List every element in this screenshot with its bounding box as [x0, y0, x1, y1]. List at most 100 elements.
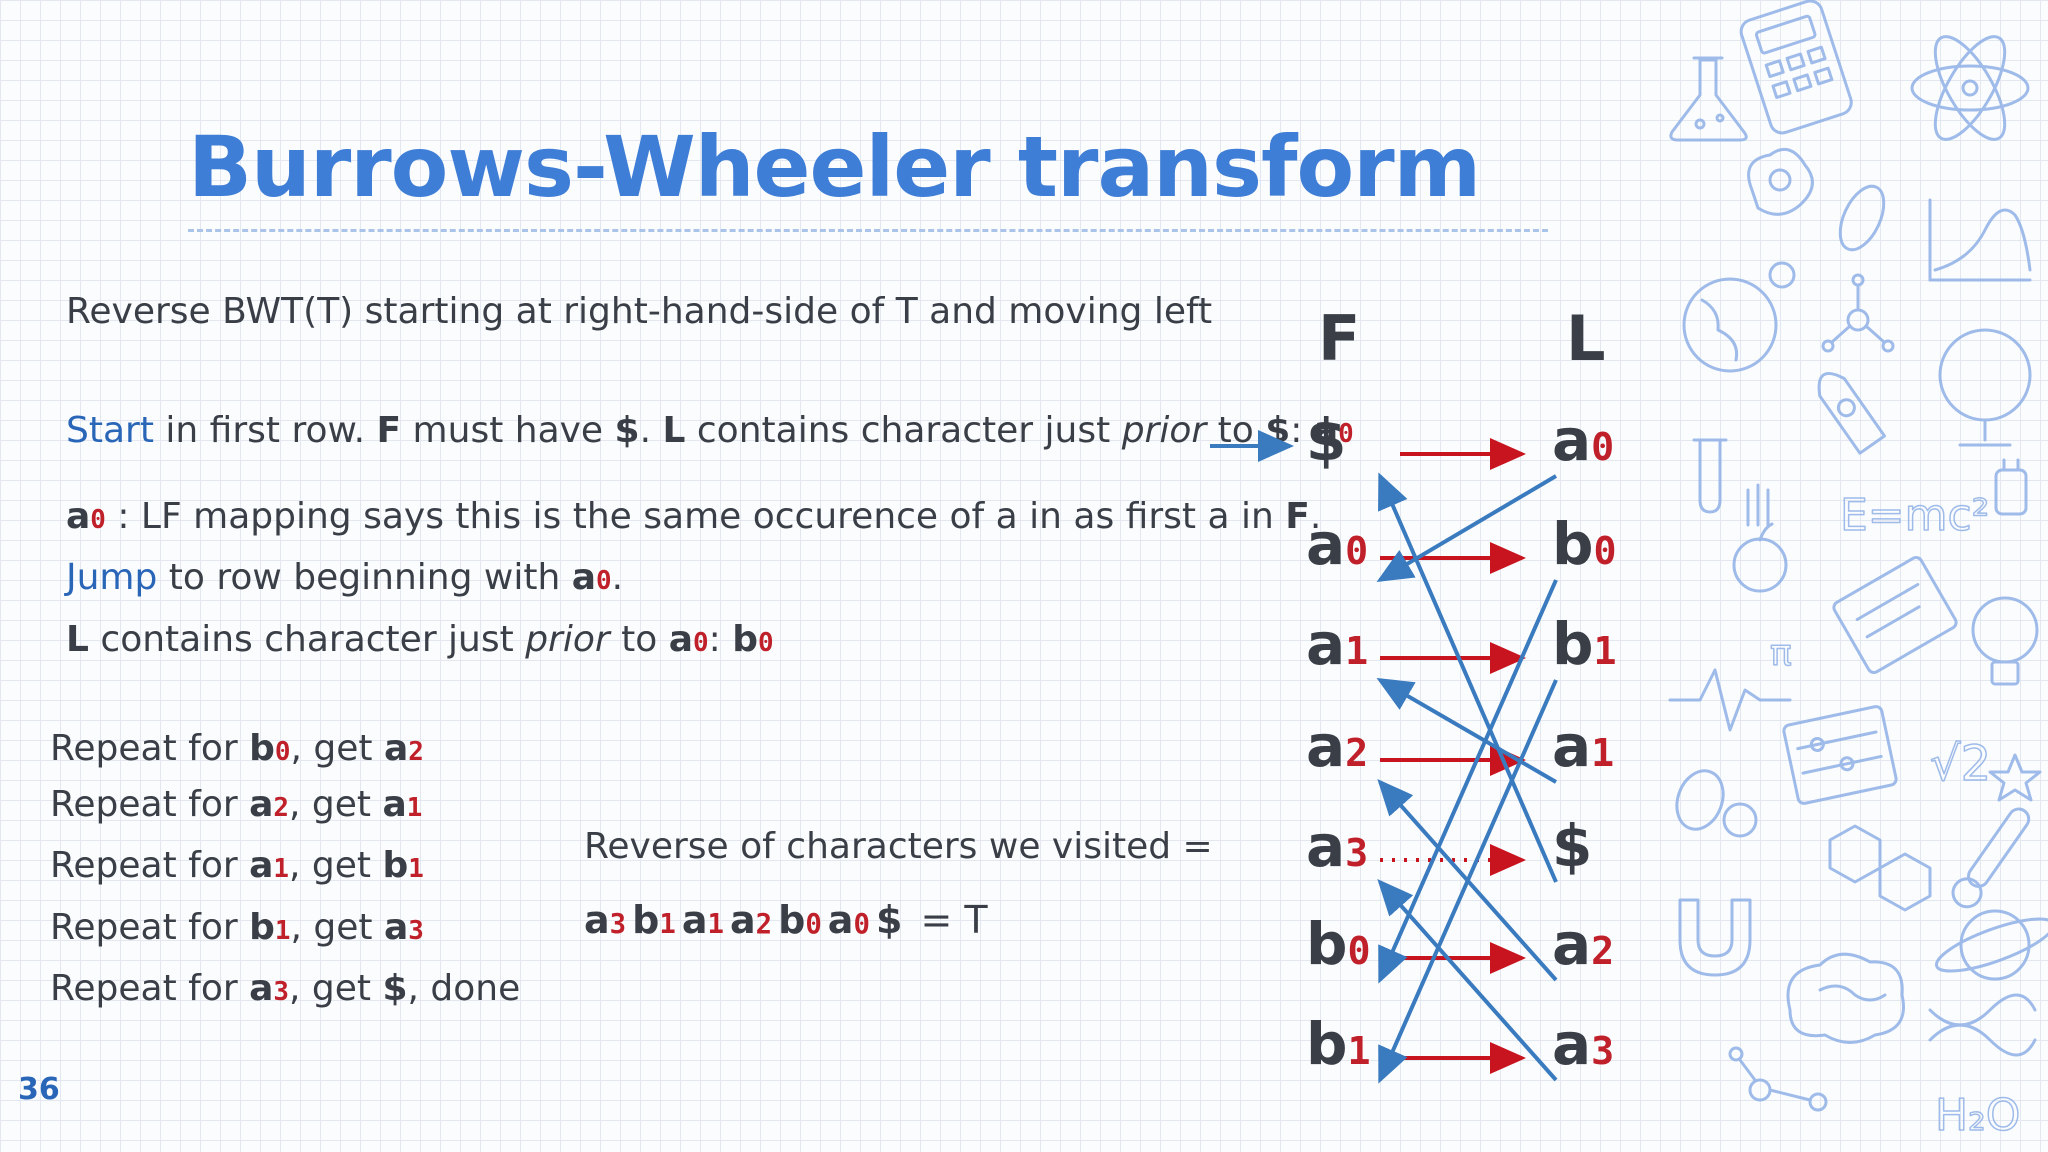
page-number: 36 [18, 1072, 60, 1107]
l-column-symbol: b [1552, 610, 1594, 678]
sequence-symbol: $ [875, 898, 903, 942]
start-prior: prior [1121, 410, 1207, 451]
dna-icon [1928, 993, 2037, 1057]
apple-icon [1732, 483, 1788, 593]
f-column-subscript: 1 [1347, 1029, 1371, 1074]
repeat-from-symbol: a [249, 784, 274, 825]
thermometer-icon [1951, 807, 2031, 909]
planet-icon [1934, 909, 2048, 981]
l-column-subscript: 3 [1591, 1029, 1615, 1074]
lf-end: . [1309, 496, 1322, 537]
pills-icon [1675, 769, 1758, 838]
repeat-from-subscript: 0 [274, 737, 291, 767]
graph-icon [1928, 198, 2032, 282]
sequence-subscript: 0 [805, 909, 822, 940]
l-column-subscript: 0 [1593, 529, 1617, 574]
start-F: F [376, 410, 402, 451]
l-column-cell: $ [1552, 812, 1592, 880]
l-column-symbol: b [1552, 510, 1594, 578]
repeat-from-symbol: b [249, 907, 275, 948]
lcontains-colon: : [708, 619, 733, 660]
start-text-d: contains character just [685, 410, 1122, 451]
start-dollar: $ [614, 410, 640, 451]
l-column-subscript: 1 [1591, 731, 1615, 776]
lcontains-subscript: 0 [693, 628, 709, 658]
repeat-mid: , get [290, 728, 384, 769]
repeat-get-symbol: $ [382, 968, 408, 1009]
lcontains-line: L contains character just prior to a0: b… [66, 619, 774, 660]
lcontains-L: L [66, 619, 89, 660]
l-column-cell: a3 [1552, 1010, 1614, 1078]
abacus-icon [1782, 705, 1898, 805]
f-column-subscript: 1 [1345, 629, 1369, 674]
sequence-char: b0 [778, 898, 822, 942]
repeat-from-subscript: 2 [273, 793, 290, 823]
sequence-symbol: a [681, 898, 708, 942]
lcontains-to: to [609, 619, 669, 660]
repeat-from-subscript: 1 [273, 854, 290, 884]
f-column-symbol: a [1306, 510, 1346, 578]
f-column-subscript: 0 [1345, 529, 1369, 574]
f-column-cell: a1 [1306, 610, 1368, 678]
repeat-prefix: Repeat for [50, 784, 250, 825]
sequence-char: a2 [730, 898, 772, 942]
column-L-header: L [1566, 302, 1606, 375]
l-column-cell: b1 [1552, 610, 1617, 678]
l-column-symbol: a [1552, 712, 1592, 780]
lf-mapping-arrow [1376, 677, 1558, 784]
repeat-get-symbol: a [383, 728, 409, 769]
repeat-line: Repeat for b1, get a3 [50, 907, 424, 948]
lf-mapping-arrow [1377, 879, 1558, 1082]
flask-icon [1669, 56, 1748, 142]
brain-icon [1786, 952, 1905, 1044]
repeat-line: Repeat for a1, get b1 [50, 845, 424, 886]
slide-title: Burrows-Wheeler transform [188, 118, 1481, 216]
column-F-header: F [1318, 302, 1361, 375]
start-text-c: . [639, 410, 663, 451]
sequence-symbol: a [827, 898, 854, 942]
jump-subscript: 0 [596, 566, 612, 596]
l-column-symbol: a [1552, 1010, 1592, 1078]
l-column-symbol: $ [1552, 812, 1593, 880]
intro-text: Reverse BWT(T) starting at right-hand-si… [66, 291, 1213, 332]
lf-mapping-arrow [1378, 472, 1558, 883]
heartbeat-icon [1668, 668, 1792, 732]
repeat-from-symbol: a [249, 845, 274, 886]
sequence-symbol: b [632, 898, 660, 942]
sequence-suffix: = T [908, 898, 988, 942]
f-column-cell: a3 [1306, 812, 1368, 880]
l-column-subscript: 2 [1591, 929, 1615, 974]
star-icon [1988, 753, 2042, 802]
repeat-prefix: Repeat for [50, 968, 250, 1009]
start-word: Start [66, 410, 154, 451]
repeat-get-subscript: 1 [408, 854, 424, 884]
l-column-cell: a2 [1552, 910, 1614, 978]
lcontains-symbol: a [668, 619, 694, 660]
sequence-char: $ [876, 898, 902, 942]
f-column-cell: a2 [1306, 712, 1368, 780]
lcontains-result-subscript: 0 [757, 628, 774, 658]
calculator-icon [1739, 0, 1853, 135]
lf-text: : LF mapping says this is the same occur… [105, 496, 1286, 537]
lf-subscript: 0 [90, 505, 106, 535]
start-text-b: must have [401, 410, 615, 451]
lcontains-text: contains character just [88, 619, 526, 660]
jump-symbol: a [571, 557, 597, 598]
sequence-char: a1 [682, 898, 724, 942]
repeat-line: Repeat for a3, get $, done [50, 968, 520, 1009]
pi-text: π [1770, 633, 1792, 674]
repeat-line: Repeat for a2, get a1 [50, 784, 422, 825]
globe-icon [1682, 261, 1796, 373]
repeat-from-subscript: 1 [274, 916, 291, 946]
repeat-mid: , get [289, 845, 383, 886]
sequence-symbol: b [778, 898, 806, 942]
f-column-symbol: a [1306, 610, 1346, 678]
book-icon [1832, 556, 1958, 674]
f-column-symbol: b [1306, 1010, 1348, 1078]
f-column-subscript: 2 [1345, 731, 1369, 776]
sequence-subscript: 1 [659, 909, 676, 940]
sequence-subscript: 2 [755, 909, 773, 940]
lcontains-prior: prior [525, 619, 610, 660]
